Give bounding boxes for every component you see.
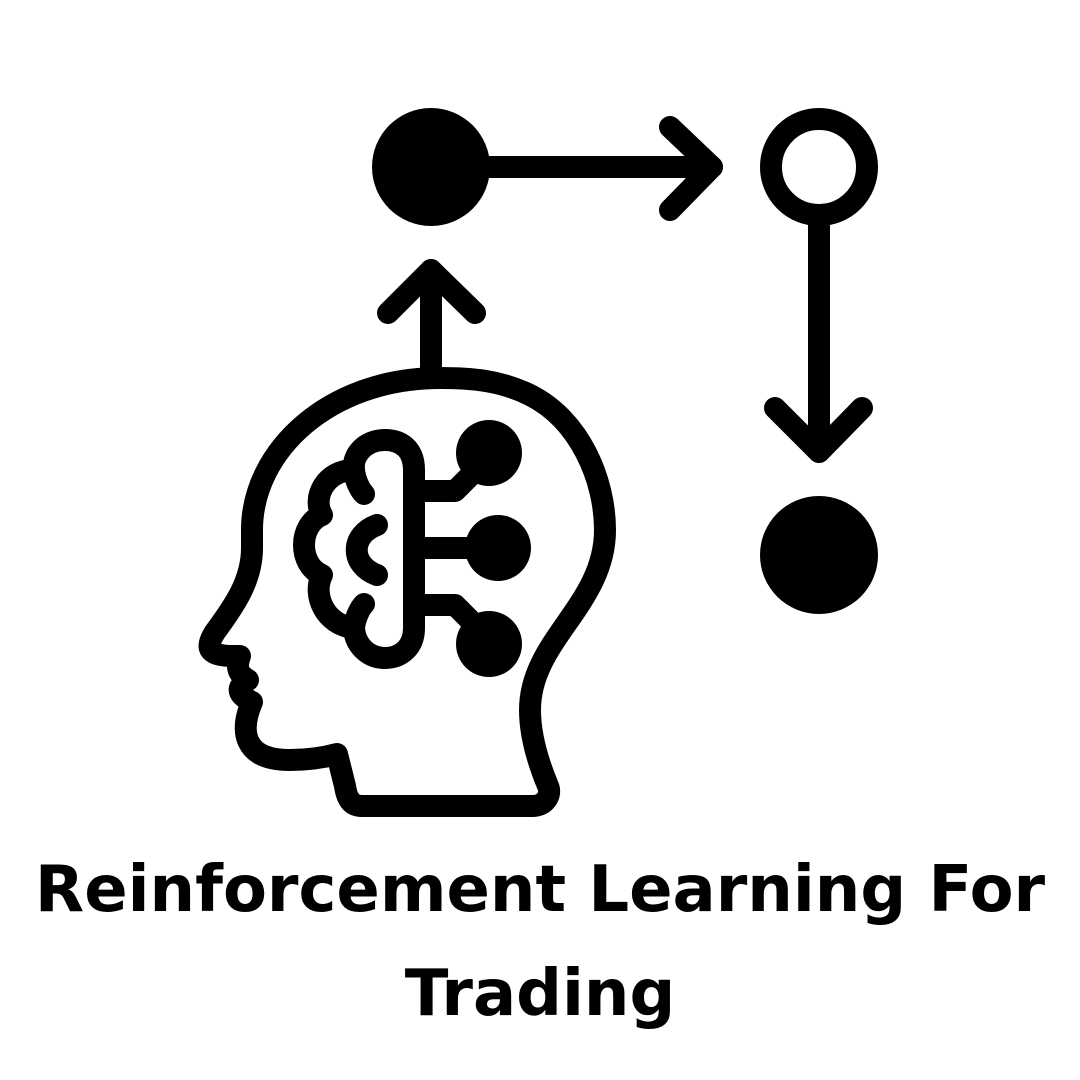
- neuron-node: [456, 611, 522, 677]
- state-node-filled: [372, 108, 490, 226]
- title-line-1: Reinforcement Learning For: [34, 853, 1046, 927]
- arrow-down-icon: [764, 204, 873, 463]
- neuron-node: [456, 420, 522, 486]
- arrow-up-icon: [377, 259, 486, 379]
- head-outline-icon: [198, 367, 616, 817]
- state-node-open: [760, 108, 878, 226]
- brain-icon: [293, 429, 491, 669]
- page-title: Reinforcement Learning For Trading: [0, 838, 1080, 1046]
- neuron-node: [465, 515, 531, 581]
- arrow-right-icon: [469, 116, 723, 221]
- title-line-2: Trading: [404, 957, 676, 1031]
- state-node-filled-bottom: [760, 496, 878, 614]
